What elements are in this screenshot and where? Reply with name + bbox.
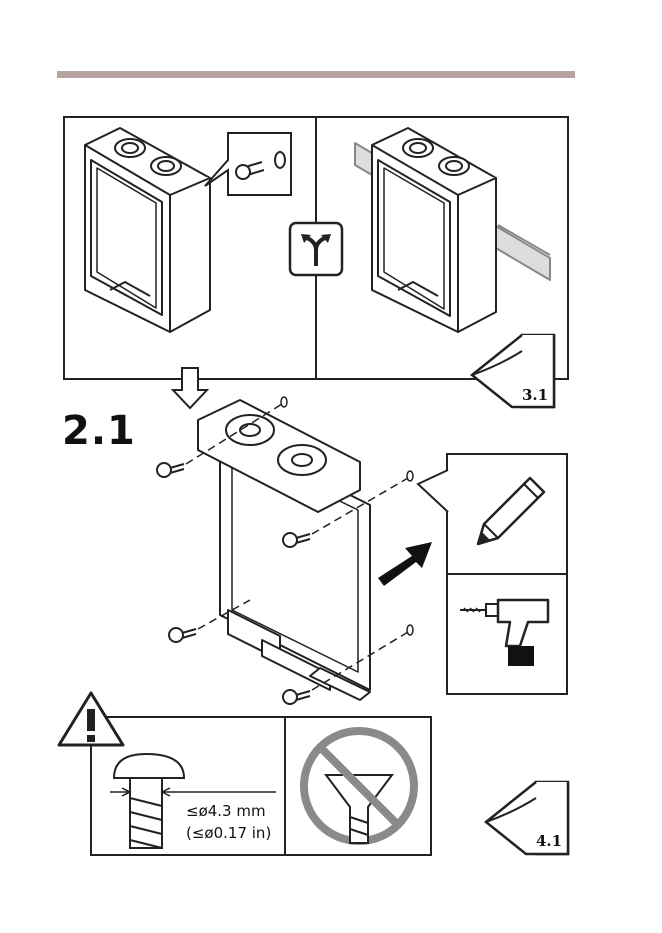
drill-icon — [458, 592, 558, 682]
warning-triangle-icon — [56, 690, 126, 748]
screw-diameter-in: (≤ø0.17 in) — [186, 822, 271, 844]
prohibited-icon — [298, 725, 420, 847]
page-reference-bottom: 4.1 — [536, 832, 562, 850]
pencil-icon — [470, 472, 550, 552]
screw-diameter-spec: ≤ø4.3 mm (≤ø0.17 in) — [186, 800, 271, 844]
screw-diameter-mm: ≤ø4.3 mm — [186, 800, 271, 822]
